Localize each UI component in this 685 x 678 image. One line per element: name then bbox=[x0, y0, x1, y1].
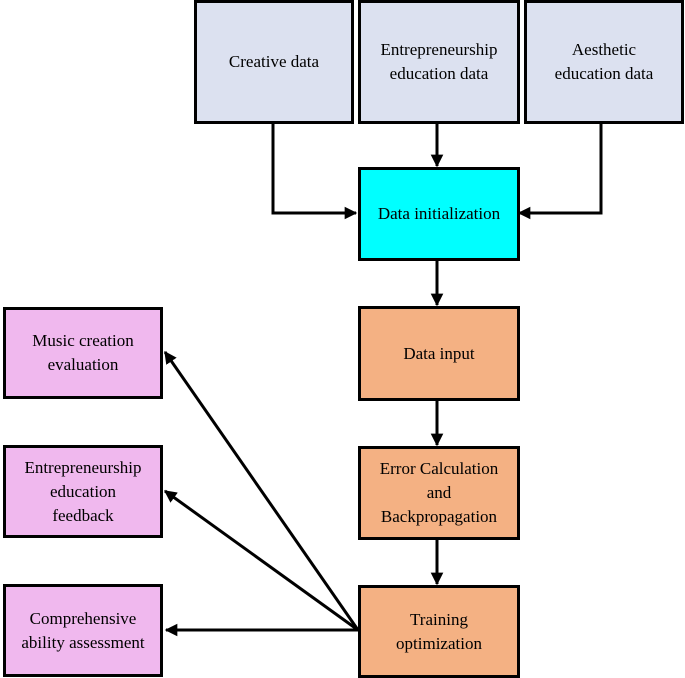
node-label-line: Aesthetic bbox=[571, 40, 637, 59]
edge-training-to-music bbox=[163, 350, 360, 631]
node-label-line: feedback bbox=[52, 505, 114, 525]
node-label-line: optimization bbox=[396, 633, 482, 653]
edge-training-to-feedback bbox=[163, 489, 359, 632]
edge-aesthetic-to-init bbox=[517, 123, 603, 220]
node-comprehensive-ability-assessment: Comprehensive ability assessment bbox=[3, 584, 163, 677]
node-label-line: evaluation bbox=[47, 355, 119, 374]
node-label-line: Data input bbox=[403, 343, 475, 363]
node-label-line: Entrepreneurship bbox=[380, 40, 498, 59]
node-data-input: Data input bbox=[358, 306, 520, 401]
node-entrepreneurship-education-feedback: Entrepreneurship education feedback bbox=[3, 445, 163, 538]
edge-creative-to-init bbox=[271, 123, 358, 220]
node-creative-data: Creative data bbox=[194, 0, 354, 124]
node-label-line: education data bbox=[554, 64, 654, 83]
node-label-line: Training bbox=[410, 609, 468, 629]
node-label-line: Comprehensive bbox=[29, 608, 137, 628]
node-training-optimization: Training optimization bbox=[358, 585, 520, 678]
node-label-line: Creative data bbox=[228, 52, 320, 71]
node-entrepreneurship-education-data: Entrepreneurship education data bbox=[358, 0, 520, 124]
node-label-line: ability assessment bbox=[21, 632, 145, 652]
node-data-initialization: Data initialization bbox=[358, 167, 520, 261]
node-label-line: Entrepreneurship bbox=[24, 457, 142, 477]
node-music-creation-evaluation: Music creation evaluation bbox=[3, 307, 163, 399]
node-aesthetic-education-data: Aesthetic education data bbox=[524, 0, 684, 124]
node-label-line: Error Calculation bbox=[379, 459, 499, 478]
node-label-line: education data bbox=[389, 64, 489, 83]
node-label-line: and bbox=[426, 483, 452, 502]
node-label-line: Music creation bbox=[32, 331, 134, 350]
node-label-line: education bbox=[49, 481, 117, 501]
node-label-line: Data initialization bbox=[377, 204, 501, 223]
node-label-line: Backpropagation bbox=[380, 507, 498, 526]
